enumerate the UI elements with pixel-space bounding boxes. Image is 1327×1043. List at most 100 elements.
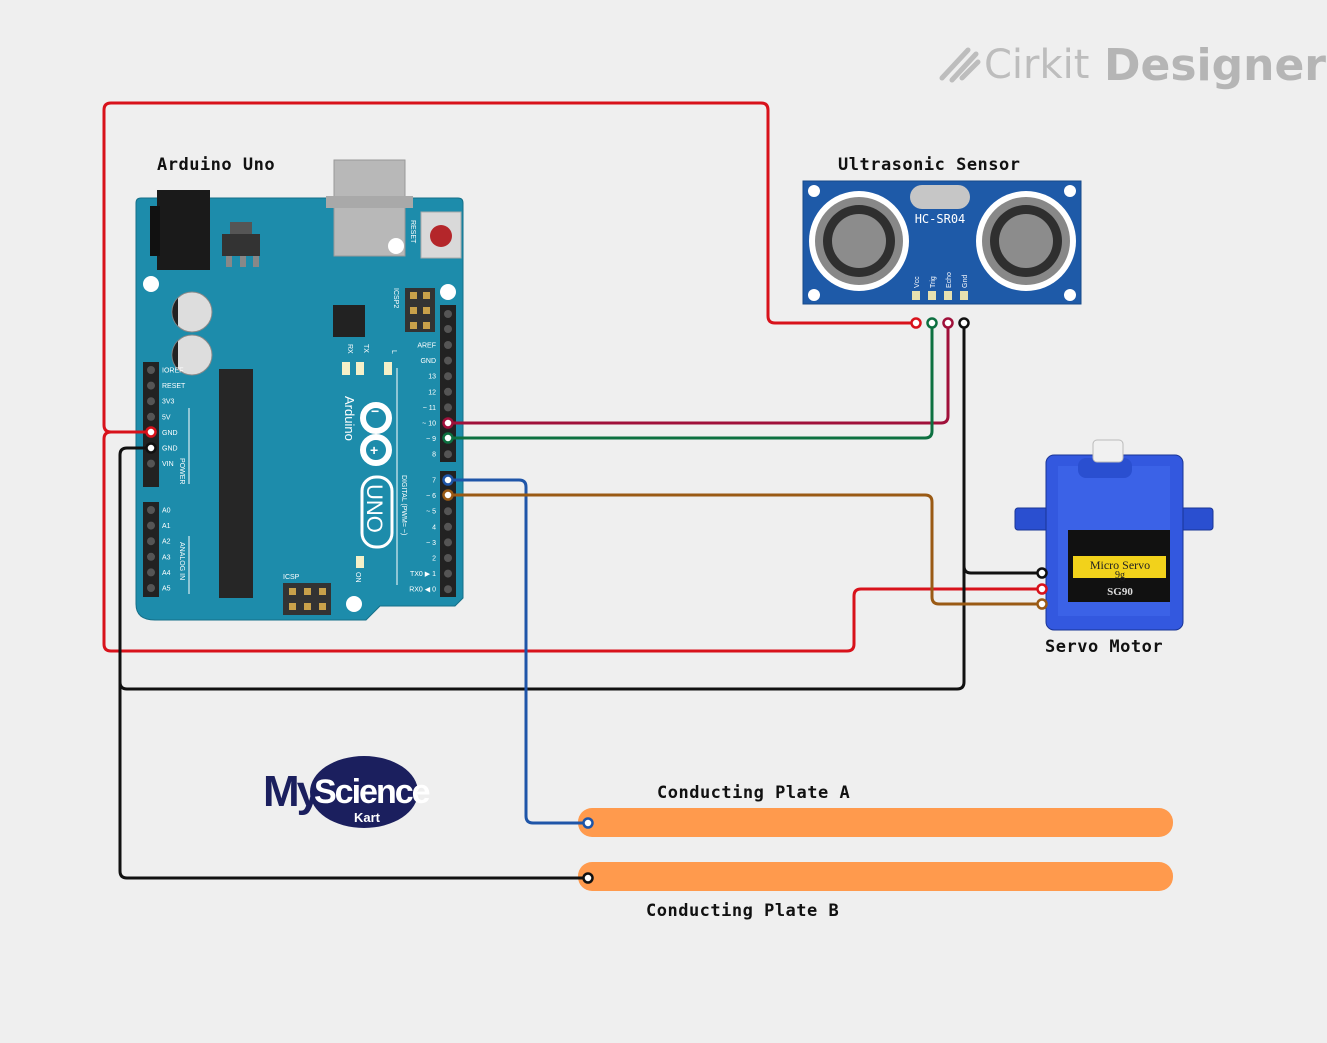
digital-pin-label: ~ 5: [426, 509, 436, 516]
digital-pin-label: 13: [428, 374, 436, 381]
wire-endpoint[interactable]: [442, 489, 454, 501]
wire-endpoint[interactable]: [145, 426, 157, 438]
power-jack: [157, 190, 210, 270]
conducting-plate-a[interactable]: [578, 808, 1173, 837]
sensor-pin-label: Trig: [930, 276, 937, 288]
conducting-plate-b[interactable]: [578, 862, 1173, 891]
digital-pin-label: RX0 ◀ 0: [409, 587, 436, 594]
header-pin[interactable]: [444, 450, 452, 459]
sensor-pin[interactable]: [960, 291, 968, 300]
l-led: [384, 362, 392, 375]
wire-endpoint[interactable]: [926, 317, 938, 329]
wire-5v-to-servo[interactable]: [102, 430, 1044, 653]
header-pin[interactable]: [444, 507, 452, 516]
wire-endpoint[interactable]: [442, 417, 454, 429]
wire-endpoint[interactable]: [145, 442, 157, 454]
wire-d10-to-echo[interactable]: [446, 321, 950, 425]
power-pin-label: 5V: [162, 414, 171, 421]
digital-pin-label: 12: [428, 389, 436, 396]
header-pin[interactable]: [147, 397, 155, 406]
header-pin[interactable]: [147, 381, 155, 390]
l-text: L: [390, 350, 397, 354]
header-pin[interactable]: [147, 521, 155, 530]
servo-label: Servo Motor: [1045, 637, 1163, 657]
header-pin[interactable]: [444, 522, 452, 531]
sensor-pin[interactable]: [912, 291, 920, 300]
mounting-hole: [143, 276, 159, 292]
sensor-model: HC-SR04: [915, 212, 966, 226]
wire-endpoint[interactable]: [1036, 567, 1048, 579]
capacitor: [171, 334, 213, 376]
wire-endpoint[interactable]: [582, 817, 594, 829]
header-pin[interactable]: [444, 341, 452, 349]
header-pin[interactable]: [147, 537, 155, 546]
uno-model-text: UNO: [362, 484, 387, 533]
wire-5v-to-vcc[interactable]: [102, 101, 918, 434]
sensor-pin[interactable]: [928, 291, 936, 300]
wire-d6-to-servo-signal[interactable]: [446, 493, 1044, 606]
rx-led: [342, 362, 350, 375]
icsp2-header: [405, 288, 435, 332]
on-text: ON: [354, 572, 361, 583]
servo-horn: [1092, 439, 1124, 463]
tx-led: [356, 362, 364, 375]
sensor-pin[interactable]: [944, 291, 952, 300]
header-pin[interactable]: [444, 356, 452, 365]
digital-pin-label: AREF: [417, 343, 436, 350]
digital-pin-label: 4: [432, 524, 436, 531]
power-pin-label: GND: [162, 430, 178, 437]
header-pin[interactable]: [444, 310, 452, 318]
header-pin[interactable]: [444, 554, 452, 562]
transducer-left: [809, 191, 909, 291]
wire-endpoint[interactable]: [442, 474, 454, 486]
icsp-text: ICSP: [283, 574, 300, 581]
plate-a-label: Conducting Plate A: [657, 783, 850, 803]
header-pin[interactable]: [147, 366, 155, 374]
mounting-hole: [346, 596, 362, 612]
capacitor: [171, 291, 213, 333]
svg-text:Kart: Kart: [354, 810, 381, 825]
wire-endpoint[interactable]: [1036, 598, 1048, 610]
wire-endpoint[interactable]: [958, 317, 970, 329]
usb-chip: [333, 305, 365, 337]
header-pin[interactable]: [444, 569, 452, 578]
tx-text: TX: [362, 344, 369, 353]
wire-d9-to-trig[interactable]: [446, 321, 934, 440]
wire-endpoint[interactable]: [942, 317, 954, 329]
header-pin[interactable]: [147, 568, 155, 577]
wire-endpoint[interactable]: [910, 317, 922, 329]
wire-gnd-to-plate-b[interactable]: [118, 680, 590, 880]
power-text: POWER: [178, 458, 185, 484]
header-pin[interactable]: [444, 387, 452, 396]
header-pin[interactable]: [147, 459, 155, 468]
wire-endpoint[interactable]: [1036, 583, 1048, 595]
svg-text:My: My: [263, 767, 322, 816]
arduino-uno-board[interactable]: RESET ICSP2 RX TX L Arduino − + UNO O: [135, 159, 464, 621]
digital-pin-label: ~ 9: [426, 436, 436, 443]
analog-header: [143, 502, 159, 597]
header-pin[interactable]: [444, 325, 452, 333]
arduino-label: Arduino Uno: [157, 155, 275, 175]
digital-pin-label: ~ 11: [423, 405, 436, 412]
wire-endpoint[interactable]: [442, 432, 454, 444]
header-pin[interactable]: [147, 552, 155, 561]
power-header: [143, 362, 159, 487]
header-pin[interactable]: [444, 403, 452, 412]
header-pin[interactable]: [444, 538, 452, 547]
header-pin[interactable]: [147, 584, 155, 592]
power-pin-label: GND: [162, 446, 178, 453]
wire-gnd-servo-branch[interactable]: [962, 564, 1044, 575]
header-pin[interactable]: [444, 372, 452, 381]
wire-endpoint[interactable]: [582, 872, 594, 884]
wire-gnd-to-servo[interactable]: [118, 321, 966, 691]
header-pin[interactable]: [147, 506, 155, 514]
wire-d7-to-plate-a[interactable]: [446, 478, 590, 825]
header-pin[interactable]: [444, 585, 452, 594]
transducer-right: [976, 191, 1076, 291]
icsp-header: [283, 583, 331, 615]
header-pin[interactable]: [147, 412, 155, 421]
arduino-infinity-icon: [360, 402, 392, 466]
servo-motor[interactable]: Micro Servo 9g SG90: [1014, 439, 1214, 631]
